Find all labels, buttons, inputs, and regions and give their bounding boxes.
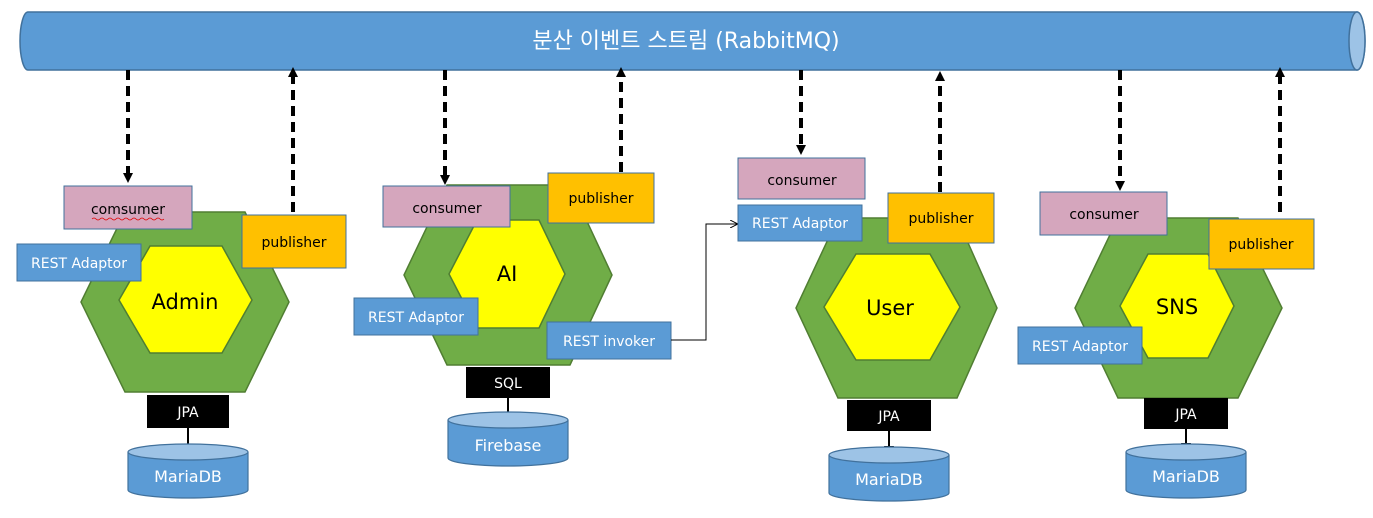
user-publisher-box xyxy=(887,192,995,244)
ai-publisher-label: publisher xyxy=(569,191,634,207)
ai-label: AI xyxy=(497,262,518,286)
invoker-to-user-arrow xyxy=(671,224,737,341)
sns-service: SNS consumer publisher REST Adaptor JPA … xyxy=(1017,191,1315,499)
sns-label: SNS xyxy=(1156,295,1198,319)
ai-db-label: Firebase xyxy=(475,436,542,455)
ai-rest-invoker-label: REST invoker xyxy=(563,334,655,350)
admin-rest-adaptor-box xyxy=(16,243,142,282)
ai-rest-adaptor-label: REST Adaptor xyxy=(368,310,464,326)
ai-rest-adaptor-box xyxy=(353,297,479,336)
admin-publisher-label: publisher xyxy=(262,235,327,251)
admin-label: Admin xyxy=(152,290,219,314)
admin-hexagon-inner xyxy=(118,245,253,354)
sns-jpa-box xyxy=(1144,398,1228,429)
ai-publisher-box xyxy=(547,172,655,224)
event-stream-pipe: 분산 이벤트 스트림 (RabbitMQ) xyxy=(19,11,1366,71)
sns-hexagon-inner xyxy=(1119,253,1235,359)
ai-sql-label: SQL xyxy=(494,376,522,392)
ai-consumer-label: consumer xyxy=(412,201,482,217)
admin-publisher-box xyxy=(241,214,347,269)
sns-db-cylinder xyxy=(1125,452,1247,499)
sns-consumer-label: consumer xyxy=(1069,207,1139,223)
sns-publisher-box xyxy=(1208,218,1315,270)
ai-rest-invoker-box xyxy=(546,321,672,360)
user-rest-adaptor-box xyxy=(737,204,863,242)
user-rest-adaptor-label: REST Adaptor xyxy=(752,216,848,232)
user-service: User consumer REST Adaptor publisher JPA… xyxy=(737,157,998,502)
ai-db-cylinder xyxy=(447,420,569,467)
sns-publisher-label: publisher xyxy=(1229,237,1294,253)
user-jpa-label: JPA xyxy=(877,409,900,425)
event-arrows xyxy=(123,67,1285,212)
admin-db-label: MariaDB xyxy=(154,467,222,486)
admin-service: Admin comsumer publisher REST Adaptor JP… xyxy=(16,185,347,499)
admin-consumer-box xyxy=(63,185,193,230)
user-consumer-box xyxy=(737,157,866,200)
admin-db-cylinder xyxy=(127,452,249,499)
admin-consumer-label: comsumer xyxy=(91,202,165,218)
sns-db-label: MariaDB xyxy=(1152,467,1220,486)
user-db-label: MariaDB xyxy=(855,470,923,489)
user-db-cylinder xyxy=(828,455,950,502)
sns-jpa-label: JPA xyxy=(1174,407,1197,423)
ai-sql-box xyxy=(466,367,550,398)
user-label: User xyxy=(866,296,914,320)
user-consumer-label: consumer xyxy=(767,173,837,189)
sns-consumer-box xyxy=(1039,191,1168,236)
spellcheck-underline xyxy=(91,217,165,221)
ai-consumer-box xyxy=(382,185,511,228)
admin-jpa-label: JPA xyxy=(176,405,199,421)
pipe-title: 분산 이벤트 스트림 (RabbitMQ) xyxy=(532,29,839,54)
admin-jpa-box xyxy=(147,395,229,428)
sns-rest-adaptor-box xyxy=(1017,326,1143,365)
sns-rest-adaptor-label: REST Adaptor xyxy=(1032,339,1128,355)
admin-rest-adaptor-label: REST Adaptor xyxy=(31,256,127,272)
user-hexagon-inner xyxy=(823,253,961,361)
ai-service: AI consumer publisher REST Adaptor REST … xyxy=(353,172,737,467)
user-publisher-label: publisher xyxy=(909,211,974,227)
user-jpa-box xyxy=(847,400,931,431)
